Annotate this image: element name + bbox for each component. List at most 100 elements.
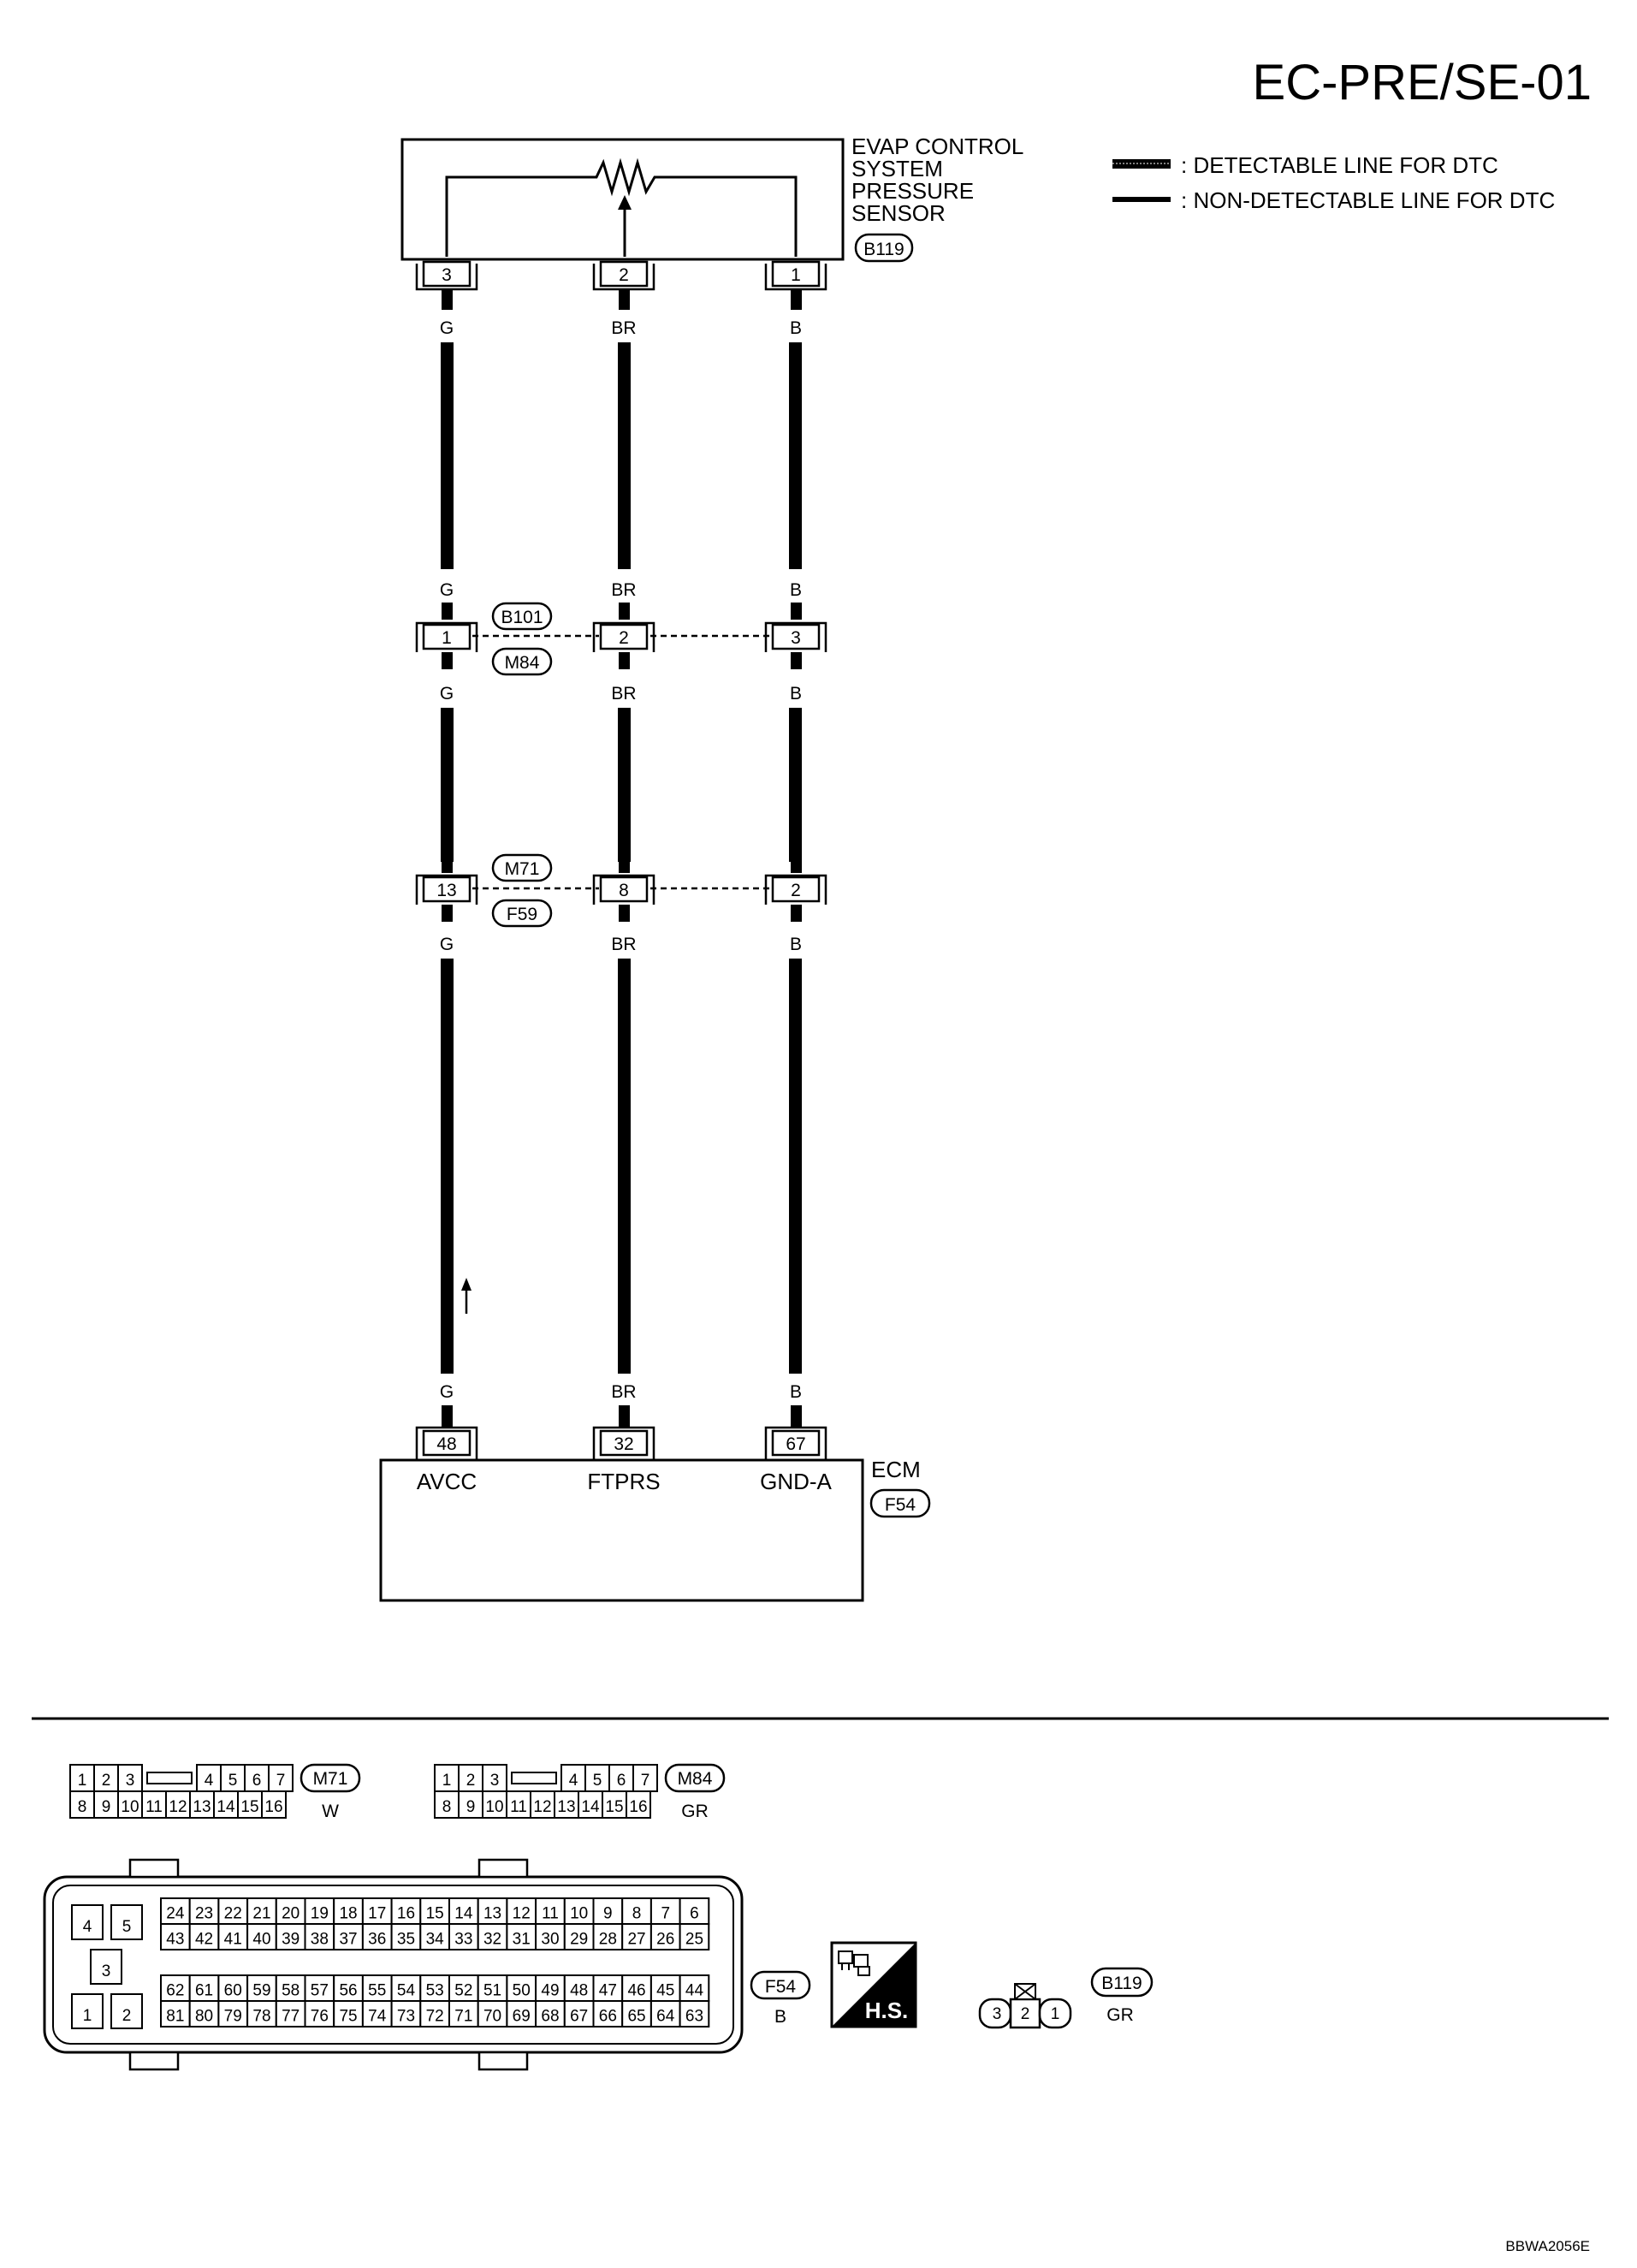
pin-cell <box>608 1764 634 1792</box>
wire-color-label: G <box>440 580 454 600</box>
wires <box>441 342 802 1374</box>
pin-housing <box>592 1426 655 1460</box>
f54-pin-number: 66 <box>599 2007 617 2025</box>
f54-pin-cell <box>649 1897 681 1925</box>
ecm-terminal: GND-A <box>760 1469 832 1494</box>
sensor-name-line1: EVAP CONTROL <box>851 134 1023 159</box>
f54-pin-number: 46 <box>627 1981 645 1999</box>
f54-pin-number: 65 <box>627 2007 645 2025</box>
f54-pin-number: 3 <box>102 1962 111 1980</box>
wire-color-label: G <box>440 935 454 954</box>
pin-number: 15 <box>240 1798 258 1816</box>
pin-housing <box>415 1426 478 1460</box>
f54-pin-number: 73 <box>397 2007 415 2025</box>
connector-tag: F54 <box>765 1977 797 1997</box>
pin-number: 11 <box>510 1798 527 1816</box>
pin-number: 1 <box>78 1772 87 1790</box>
wire-color-label: B <box>790 935 802 954</box>
connector-tag: M84 <box>505 653 540 673</box>
pin-number: 3 <box>490 1772 500 1790</box>
wire-br-seg1 <box>618 342 631 569</box>
f54-pin-number: 52 <box>454 1981 472 1999</box>
f54-pin-number: 36 <box>368 1930 386 1948</box>
pin-number: 1 <box>442 1772 452 1790</box>
f54-pin-cell <box>246 1897 277 1925</box>
pin-number: 6 <box>617 1772 626 1790</box>
pin-box <box>422 876 472 903</box>
wire-stub <box>442 603 453 620</box>
f54-pin-number: 14 <box>454 1904 473 1922</box>
f54-pin-number: 12 <box>513 1904 531 1922</box>
wire-color-label: B <box>790 1382 802 1402</box>
f54-pin-number: 70 <box>483 2007 501 2025</box>
f54-pin-number: 11 <box>542 1904 559 1922</box>
f54-pin-number: 1 <box>83 2007 92 2025</box>
wire-stub <box>442 289 453 310</box>
sensor-connector-tag: B119 <box>863 240 905 259</box>
f54-pin-number: 37 <box>339 1930 357 1948</box>
harness-side-badge: H.S. <box>830 1941 917 2028</box>
pin-number: 9 <box>466 1798 476 1816</box>
f54-pin-number: 17 <box>368 1904 386 1922</box>
f54-pin-number: 41 <box>224 1930 242 1948</box>
b119-pin-cell <box>1038 1998 1072 2029</box>
wire-color-label: B <box>790 318 802 338</box>
f54-pin-cell <box>188 2000 220 2028</box>
f54-pin-cell <box>160 1897 191 1925</box>
pin-number: 1 <box>791 265 801 285</box>
f54-pin-cell <box>333 1897 364 1925</box>
pin-box <box>599 623 649 650</box>
pin-cell <box>578 1790 603 1819</box>
f54-pin-number: 30 <box>541 1930 559 1948</box>
connector-tag-frame <box>750 1970 811 2000</box>
evap-sensor: EVAP CONTROL SYSTEM PRESSURE SENSOR B119 <box>400 134 1023 263</box>
wire-color-label: G <box>440 318 454 338</box>
f54-pin-cell <box>535 1897 566 1925</box>
connector-tag-frame <box>491 853 553 882</box>
sensor-name-line3: PRESSURE <box>851 178 974 204</box>
pin-housing <box>764 1426 827 1460</box>
pin-cell <box>602 1790 627 1819</box>
f54-pin-number: 44 <box>685 1981 704 1999</box>
wire-b-seg2 <box>789 708 802 862</box>
f54-pin-number: 53 <box>426 1981 444 1999</box>
connector-tag-frame <box>491 647 553 676</box>
wire-stub <box>791 603 802 620</box>
f54-pin-number: 51 <box>483 1981 501 1999</box>
hs-badge-fill <box>832 1943 916 2027</box>
f54-pin-cell <box>110 1993 143 2029</box>
sensor-connector-tag-frame <box>854 233 914 263</box>
f54-pin-number: 40 <box>252 1930 270 1948</box>
pin-number: 13 <box>557 1798 575 1816</box>
wire-color-label: G <box>440 684 454 704</box>
f54-pin-number: 15 <box>426 1904 444 1922</box>
pin-box <box>422 623 472 650</box>
f54-pin-number: 75 <box>339 2007 357 2025</box>
wire-stub <box>619 856 630 873</box>
wire-b-seg1 <box>789 342 802 569</box>
sensor-name-line4: SENSOR <box>851 200 946 226</box>
pin-number: 7 <box>276 1772 286 1790</box>
connector-glyph-icon <box>838 1950 870 1976</box>
f54-pin-cell <box>448 1897 479 1925</box>
pin-cell <box>261 1790 287 1819</box>
f54-pin-number: 23 <box>195 1904 213 1922</box>
pin-housing <box>592 621 655 652</box>
f54-pin-number: 67 <box>570 2007 588 2025</box>
f54-pin-number: 57 <box>311 1981 329 1999</box>
pin-box <box>599 260 649 288</box>
pin-number: 2 <box>791 881 801 900</box>
f54-pin-number: 10 <box>570 1904 588 1922</box>
diagram-code: EC-PRE/SE-01 <box>1253 55 1592 110</box>
f54-pin-cell <box>246 1974 277 2002</box>
b119-pin-cell <box>1009 1998 1041 2029</box>
f54-pin-number: 35 <box>397 1930 415 1948</box>
b119-pin-number: 2 <box>1021 2005 1030 2023</box>
f54-pin-cell <box>448 2000 479 2028</box>
f54-pin-cell <box>390 2000 422 2028</box>
signal-arrow-head <box>461 1278 472 1291</box>
connector-tag: F59 <box>507 905 537 924</box>
pin-housing <box>764 874 827 905</box>
